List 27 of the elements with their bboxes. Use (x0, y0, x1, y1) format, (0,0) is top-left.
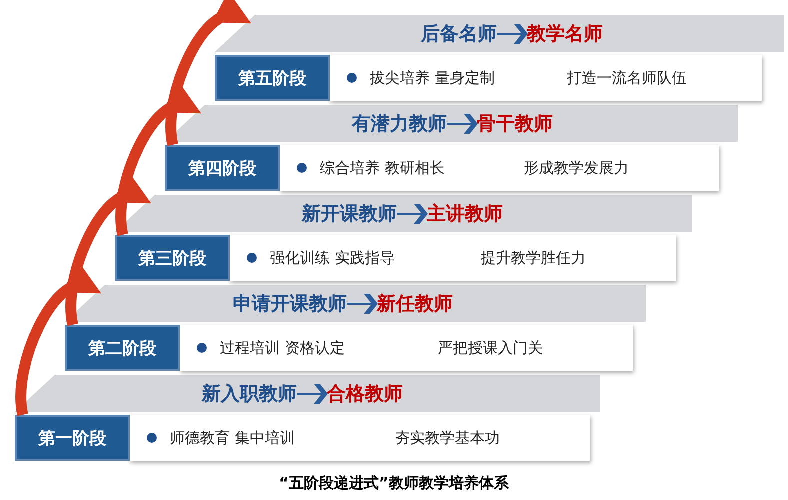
stage-description: 拔尖培养 量身定制 (370, 68, 495, 88)
stage-label: 第四阶段 (165, 145, 280, 191)
curved-arrow (166, 0, 253, 146)
stage-goal: 形成教学发展力 (524, 158, 629, 178)
role-title: 教学名师 (527, 22, 603, 46)
stage-goal: 严把授课入门关 (438, 338, 543, 358)
role-title: 后备名师 (421, 22, 497, 46)
stage-label: 第五阶段 (215, 55, 330, 101)
stage-description: 师德教育 集中培训 (170, 428, 295, 448)
role-title: 新任教师 (377, 292, 453, 316)
role-title: 新开课教师 (302, 202, 397, 226)
stage-goal: 提升教学胜任力 (481, 248, 586, 268)
stage-goal: 夯实教学基本功 (395, 428, 500, 448)
caption: “五阶段递进式”教师教学培养体系 (278, 474, 510, 493)
stage-label: 第三阶段 (115, 235, 230, 281)
stage-description: 强化训练 实践指导 (270, 248, 395, 268)
role-title: 有潜力教师 (352, 112, 447, 136)
stage-label: 第一阶段 (15, 415, 130, 461)
stage-label: 第二阶段 (65, 325, 180, 371)
role-title: 新入职教师 (202, 382, 297, 406)
role-title: 申请开课教师 (233, 292, 347, 316)
role-title: 骨干教师 (477, 112, 553, 136)
stage-description: 过程培训 资格认定 (220, 338, 345, 358)
stage-description: 综合培养 教研相长 (320, 158, 445, 178)
role-title: 主讲教师 (427, 202, 503, 226)
stage-goal: 打造一流名师队伍 (567, 68, 687, 88)
role-title: 合格教师 (327, 382, 403, 406)
